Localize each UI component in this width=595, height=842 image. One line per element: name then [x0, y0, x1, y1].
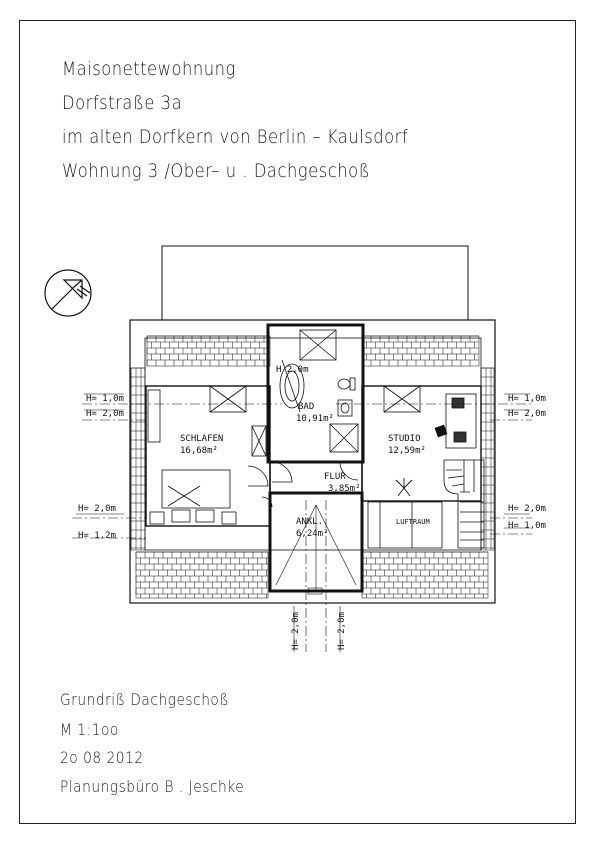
height-label-right-2: H= 2,0m: [508, 409, 546, 419]
height-label-left-4: H= 1,2m: [78, 531, 116, 541]
walls: [145, 323, 482, 593]
title-line-1: Maisonettewohnung: [62, 58, 236, 80]
height-label-left-1: H= 1,0m: [86, 394, 124, 404]
sink-icon: [337, 399, 353, 417]
height-label-left-3: H= 2,0m: [78, 504, 116, 514]
title-line-3: im alten Dorfkern von Berlin – Kaulsdorf: [62, 126, 409, 148]
footer-line-2: M 1:1oo: [60, 720, 119, 739]
wardrobe: [147, 389, 267, 457]
bad-height-label: H 2,0m: [276, 365, 309, 375]
height-label-left-2: H= 2,0m: [86, 409, 124, 419]
height-label-bottom-left: H= 2,0m: [291, 612, 301, 650]
room-name-schlafen: SCHLAFEN: [180, 434, 223, 444]
footer-line-3: 2o 08 2012: [60, 748, 144, 767]
room-area-studio: 12,59m²: [388, 446, 426, 456]
staircase: [443, 459, 485, 549]
room-name-ankl: ANKL.: [296, 517, 323, 527]
height-label-right-4: H= 1,0m: [508, 521, 546, 531]
bed: [161, 469, 231, 509]
footer-line-1: Grundriß Dachgeschoß: [60, 690, 230, 709]
title-line-2: Dorfstraße 3a: [62, 92, 183, 114]
height-ticks: [76, 393, 530, 652]
height-lines: [72, 403, 532, 652]
height-label-right-3: H= 2,0m: [508, 504, 546, 514]
room-area-flur: 3,85m²: [328, 484, 361, 494]
room-area-schlafen: 16,68m²: [180, 446, 218, 456]
skylight-schlafen: [209, 385, 247, 413]
doors: [247, 461, 359, 508]
height-label-bottom-right: H= 2,0m: [337, 612, 347, 650]
skylight-bad: [299, 329, 337, 361]
shower-tray: [329, 423, 359, 453]
room-name-luftraum: LUFTRAUM: [396, 518, 430, 526]
height-label-right-1: H= 1,0m: [508, 394, 546, 404]
balcony-outline: [161, 245, 469, 320]
north-arrow-icon: [44, 269, 92, 317]
bedside-tables: [149, 509, 237, 525]
room-area-bad: 10,91m²: [296, 414, 334, 424]
sheet-border: [19, 20, 576, 824]
luftraum-area: [367, 501, 443, 549]
room-name-flur: FLUR: [324, 472, 346, 482]
title-line-4: Wohnung 3 /Ober– u . Dachgeschoß: [62, 160, 371, 182]
room-area-ankl: 6,24m²: [296, 529, 329, 539]
room-name-bad: BAD: [298, 402, 314, 412]
footer-line-4: Planungsbüro B . Jeschke: [60, 777, 245, 796]
roof-tiles-bottom: [135, 551, 489, 599]
skylight-studio: [383, 385, 421, 413]
ankleide-lines: [275, 504, 357, 595]
bathtub: [279, 359, 305, 413]
plant-icon: [395, 478, 413, 497]
toilet-icon: [337, 377, 356, 391]
room-name-studio: STUDIO: [388, 434, 421, 444]
desk: [445, 393, 477, 449]
office-chair-icon: [434, 424, 448, 438]
